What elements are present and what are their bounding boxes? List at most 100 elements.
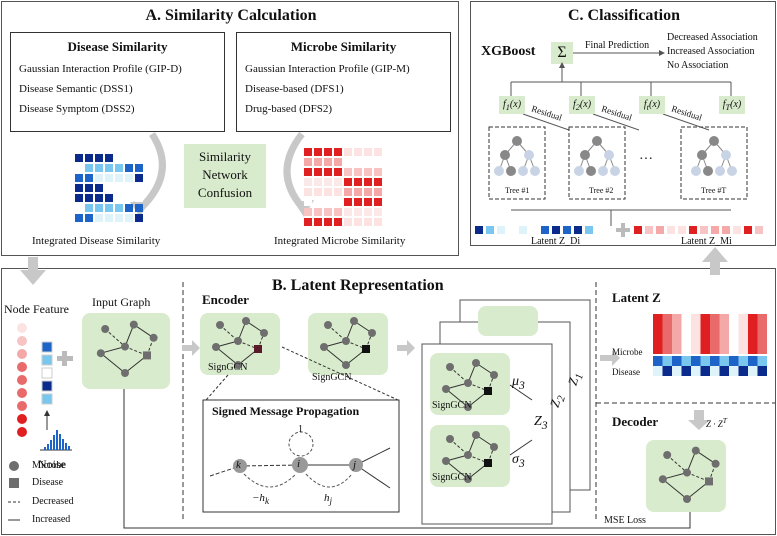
latent-z-microbe-cell xyxy=(681,334,691,344)
disease-matrix-cell xyxy=(125,204,133,212)
xgboost-label: XGBoost xyxy=(481,44,536,59)
f2-name: f xyxy=(572,99,576,110)
latent-z-microbe-cell xyxy=(653,344,663,354)
latent-z-disease-cell xyxy=(710,366,720,376)
latent-z-microbe-cell xyxy=(653,314,663,324)
disease-matrix-cell xyxy=(75,174,83,182)
tree-node xyxy=(518,166,528,176)
disease-matrix-cell xyxy=(95,194,103,202)
graph-microbe-node xyxy=(121,369,129,377)
graph-disease-node xyxy=(705,477,713,486)
graph-microbe-node xyxy=(129,320,138,329)
outcome-increased: Increased Association xyxy=(667,46,755,57)
microbe-matrix-cell xyxy=(334,208,342,216)
latent-z-microbe-cell xyxy=(757,334,767,344)
latent-z-microbe-cell xyxy=(672,324,682,334)
microbe-matrix-cell xyxy=(354,188,362,196)
smp-hk: −hk xyxy=(252,492,269,506)
latent-zd-bar xyxy=(475,226,594,234)
z3-name: Z xyxy=(534,414,542,429)
tree-node xyxy=(697,150,707,160)
graph-microbe-node xyxy=(683,495,691,503)
latent-zm-cell xyxy=(722,226,730,234)
latent-z-disease-cell xyxy=(710,356,720,366)
graph-microbe-node xyxy=(320,343,328,351)
graph-edge xyxy=(124,346,148,356)
tree-node xyxy=(610,166,620,176)
latent-z-disease-cell xyxy=(719,366,729,376)
graph-edge xyxy=(323,346,347,366)
latent-zd-cell xyxy=(486,226,494,234)
z3-sub: 3 xyxy=(541,418,548,432)
decoder-title: Decoder xyxy=(612,414,659,429)
latent-zm-bar xyxy=(634,226,764,234)
graph-microbe-node xyxy=(368,329,376,337)
graph-microbe-node xyxy=(464,451,472,459)
microbe-matrix-cell xyxy=(354,168,362,176)
fT-arg: (x) xyxy=(730,99,742,110)
panel-similarity-calculation: A. Similarity Calculation Disease Simila… xyxy=(1,1,459,256)
disease-matrix-cell xyxy=(105,174,113,182)
latent-zd-cell xyxy=(541,226,549,234)
f1-name: f xyxy=(502,99,506,110)
node-feature-dot xyxy=(17,323,27,333)
microbe-matrix-cell xyxy=(314,148,322,156)
disease-matrix-cell xyxy=(95,204,103,212)
tree-node xyxy=(580,150,590,160)
latent-z-microbe-cell xyxy=(700,314,710,324)
disease-matrix-cell xyxy=(105,214,113,222)
panel-c-connectors xyxy=(488,50,748,237)
graph-microbe-node xyxy=(96,349,105,358)
disease-similarity-box: Disease Similarity Gaussian Interaction … xyxy=(10,32,225,132)
latent-z-disease-cell xyxy=(691,356,701,366)
disease-item-gip: Gaussian Interaction Profile (GIP-D) xyxy=(19,63,182,75)
microbe-similarity-box: Microbe Similarity Gaussian Interaction … xyxy=(236,32,451,132)
sum-box: Σ xyxy=(551,42,573,64)
graph-microbe-node xyxy=(234,361,242,369)
graph-microbe-node xyxy=(490,371,498,379)
graph-microbe-node xyxy=(242,317,250,325)
integrated-disease-matrix xyxy=(75,154,143,222)
graph-edge xyxy=(686,472,710,482)
tree-node xyxy=(604,150,614,160)
legend-decreased: Decreased xyxy=(32,496,74,507)
latent-z-microbe-cell xyxy=(672,314,682,324)
smp-hk-sub: k xyxy=(264,496,270,507)
node-feature-label: Node Feature xyxy=(4,302,69,316)
microbe-matrix-cell xyxy=(304,148,312,156)
latent-z-microbe-cell xyxy=(729,324,739,334)
fT-name: f xyxy=(722,99,726,110)
latent-z-disease-cell xyxy=(700,356,710,366)
disease-similarity-title: Disease Similarity xyxy=(67,39,168,54)
smp-hk-text: −h xyxy=(252,492,265,504)
latent-zd-cell xyxy=(585,226,593,234)
disease-matrix-cell xyxy=(85,154,93,162)
disease-matrix-cell xyxy=(115,184,123,192)
latent-z-disease-cell xyxy=(757,366,767,376)
disease-matrix-cell xyxy=(125,214,133,222)
node-feature-square xyxy=(41,380,53,392)
microbe-matrix-cell xyxy=(334,168,342,176)
microbe-matrix-cell xyxy=(364,158,372,166)
latent-z-disease-cell xyxy=(653,366,663,376)
microbe-matrix-cell xyxy=(314,158,322,166)
microbe-matrix-cell xyxy=(364,168,372,176)
noise-label: Noise xyxy=(38,457,66,471)
f2-box: f2(x) xyxy=(569,96,595,114)
graph-microbe-node xyxy=(350,317,358,325)
graph-disease-node xyxy=(143,351,151,360)
latent-z-microbe-cell xyxy=(681,314,691,324)
latent-z-microbe-cell xyxy=(710,314,720,324)
graph-disease-node xyxy=(484,459,492,467)
disease-matrix-cell xyxy=(115,154,123,162)
tree-node xyxy=(592,136,602,146)
graph-edge xyxy=(449,438,469,456)
latent-zm-cell xyxy=(645,226,653,234)
tree-node xyxy=(500,150,510,160)
microbe-matrix-cell xyxy=(324,168,332,176)
graph-microbe-node xyxy=(342,361,350,369)
latent-z-microbe-cell xyxy=(691,344,701,354)
microbe-matrix-cell xyxy=(334,148,342,156)
graph-microbe-node xyxy=(464,403,472,411)
